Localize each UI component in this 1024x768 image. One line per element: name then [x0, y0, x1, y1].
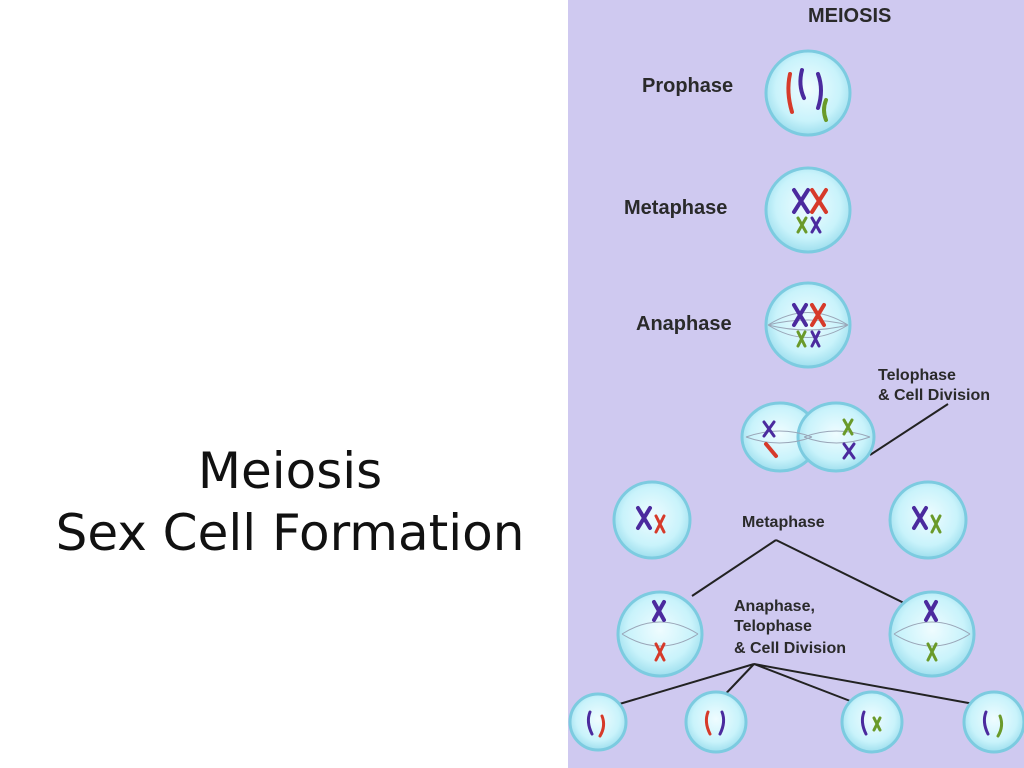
meiosis-diagram: MEIOSIS Prophase Metaphase Anaphase Telo…	[568, 5, 1024, 754]
connector-metaphase-right	[775, 539, 907, 605]
slide-title: Meiosis Sex Cell Formation	[0, 440, 580, 564]
cell-anaphase-2-left	[616, 590, 704, 678]
label-prophase: Prophase	[642, 75, 733, 97]
cell-gamete-2	[684, 690, 748, 754]
connector-division-1	[605, 663, 755, 709]
cell-metaphase-2-right	[888, 480, 968, 560]
label-anaphase-2-line1: Anaphase,	[734, 598, 815, 615]
cell-gamete-3	[840, 690, 904, 754]
label-metaphase-2: Metaphase	[742, 514, 825, 531]
label-metaphase-1: Metaphase	[624, 197, 727, 219]
cell-gamete-1	[568, 692, 628, 752]
label-anaphase-2-line2: Telophase	[734, 618, 812, 635]
connector-lines	[605, 403, 975, 709]
chromosomes	[586, 68, 1004, 738]
connector-metaphase-left	[691, 539, 777, 597]
label-anaphase-1: Anaphase	[636, 313, 732, 335]
connector-division-4	[753, 663, 975, 705]
label-telophase-1-line1: Telophase	[878, 367, 956, 384]
label-telophase-1-line2: & Cell Division	[878, 387, 990, 404]
diagram-heading: MEIOSIS	[808, 5, 891, 27]
cell-telophase-right	[796, 401, 876, 473]
title-line-meiosis: Meiosis	[197, 442, 383, 500]
label-anaphase-2-line3: & Cell Division	[734, 640, 846, 657]
title-line-sex-cell-formation: Sex Cell Formation	[55, 504, 525, 562]
cell-metaphase-2-left	[612, 480, 692, 560]
connector-division-3	[753, 663, 859, 705]
cell-anaphase-2-right	[888, 590, 976, 678]
connector-telophase	[869, 403, 949, 456]
spindle-fibers	[621, 312, 971, 647]
meiosis-diagram-panel: MEIOSIS Prophase Metaphase Anaphase Telo…	[568, 0, 1024, 768]
cell-prophase	[764, 49, 852, 137]
cell-gamete-4	[962, 690, 1024, 754]
